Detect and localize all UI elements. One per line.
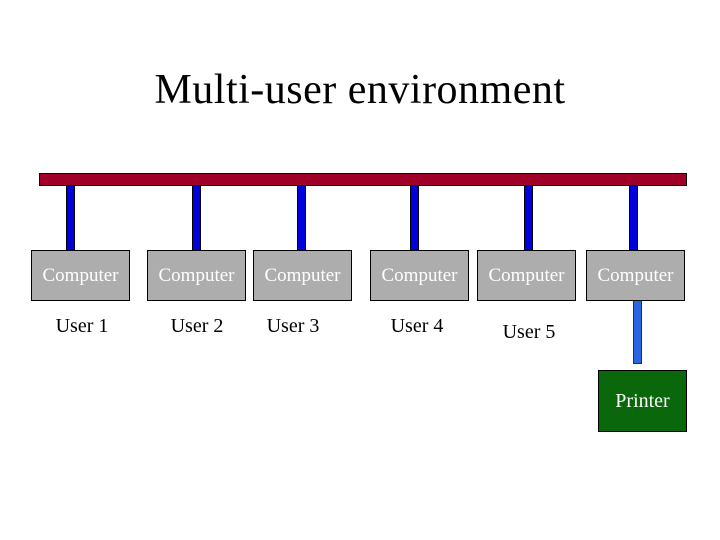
computer-label-6: Computer: [597, 264, 674, 286]
computer-label-1: Computer: [42, 264, 119, 286]
printer-connector-line: [633, 300, 642, 364]
computer-label-4: Computer: [381, 264, 458, 286]
computer-box-4: Computer: [370, 250, 469, 301]
bus-drop-line-3: [297, 184, 306, 251]
computer-box-5: Computer: [477, 250, 576, 301]
user-label-1: User 1: [55, 315, 109, 337]
computer-label-3: Computer: [264, 264, 341, 286]
bus-drop-line-1: [66, 184, 75, 251]
printer-box: Printer: [598, 370, 687, 432]
bus-drop-line-6: [629, 184, 638, 251]
bus-drop-line-5: [524, 184, 533, 251]
computer-box-2: Computer: [147, 250, 246, 301]
bus-drop-line-2: [192, 184, 201, 251]
computer-box-6: Computer: [586, 250, 685, 301]
user-label-5: User 5: [502, 321, 556, 343]
computer-box-3: Computer: [253, 250, 352, 301]
user-label-2: User 2: [170, 315, 224, 337]
printer-label: Printer: [615, 389, 670, 412]
computer-label-5: Computer: [488, 264, 565, 286]
computer-box-1: Computer: [31, 250, 130, 301]
network-bus: [39, 173, 687, 186]
slide-title: Multi-user environment: [154, 67, 566, 113]
user-label-3: User 3: [266, 315, 320, 337]
user-label-4: User 4: [390, 315, 444, 337]
bus-drop-line-4: [410, 184, 419, 251]
computer-label-2: Computer: [158, 264, 235, 286]
